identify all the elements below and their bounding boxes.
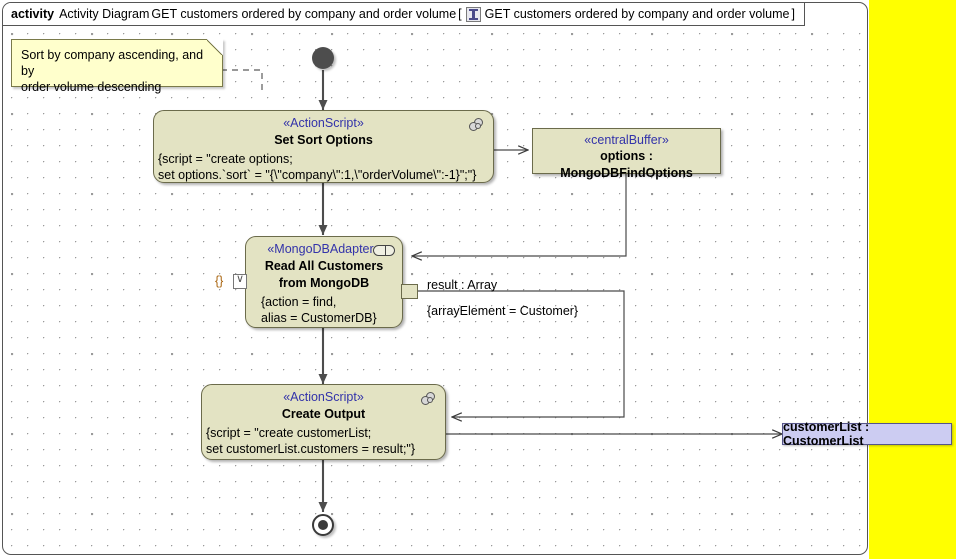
adapter-stereotype: «MongoDBAdapter»: [267, 242, 381, 256]
action-create-output[interactable]: «ActionScript» Create Output {script = "…: [201, 384, 446, 460]
result-pin-label: result : Array: [427, 278, 498, 292]
initial-node[interactable]: [312, 47, 334, 69]
output-pin-result[interactable]: [401, 284, 418, 299]
input-pin-constraint: {}: [215, 274, 224, 288]
script-icon: [469, 118, 485, 131]
create-output-name: Create Output: [281, 407, 366, 421]
adapter-name-line-1: Read All Customers: [264, 259, 384, 273]
frame-qualified-title: GET customers ordered by company and ord…: [484, 7, 790, 21]
frame-bracket-open: [: [458, 7, 462, 21]
activity-final-node[interactable]: [312, 514, 334, 536]
action-stereotype: «ActionScript»: [283, 116, 364, 130]
create-output-stereotype: «ActionScript»: [283, 390, 364, 404]
buffer-name: options : MongoDBFindOptions: [560, 149, 693, 180]
comment-note: Sort by company ascending, and by order …: [11, 39, 223, 94]
central-buffer-node[interactable]: «centralBuffer» options : MongoDBFindOpt…: [532, 128, 721, 180]
frame-bracket-close: ]: [791, 7, 795, 21]
create-output-body-line-1: {script = "create customerList;: [206, 426, 372, 440]
frame-title: GET customers ordered by company and ord…: [151, 7, 457, 21]
input-pin-left[interactable]: ∨: [233, 274, 247, 289]
action-set-sort-options[interactable]: «ActionScript» Set Sort Options {script …: [153, 110, 494, 183]
background-band: [869, 0, 956, 559]
adapter-toggle-icon: [373, 245, 395, 256]
frame-header: activity Activity Diagram GET customers …: [3, 3, 805, 26]
adapter-name-line-2: from MongoDB: [278, 276, 370, 290]
adapter-body-line-2: alias = CustomerDB}: [261, 311, 377, 325]
note-line-2: order volume descending: [21, 80, 162, 94]
buffer-stereotype: «centralBuffer»: [584, 133, 669, 147]
activity-parameter-customer-list[interactable]: customerList : CustomerList: [782, 420, 952, 448]
action-read-all-customers[interactable]: «MongoDBAdapter» Read All Customers from…: [245, 236, 403, 328]
create-output-body-line-2: set customerList.customers = result;"}: [206, 442, 416, 456]
adapter-body-line-1: {action = find,: [261, 295, 337, 309]
action-body-line-1: {script = "create options;: [158, 152, 293, 166]
frame-keyword: activity: [11, 7, 55, 21]
action-body-line-2: set options.`sort` = "{\"company\":1,\"o…: [158, 168, 477, 182]
note-fold-corner: [207, 39, 223, 55]
note-line-1: Sort by company ascending, and by: [21, 48, 204, 78]
result-constraint-label: {arrayElement = Customer}: [427, 304, 579, 318]
action-name: Set Sort Options: [274, 133, 373, 147]
activity-parameter-icon: [465, 6, 481, 22]
frame-diagram-type: Activity Diagram: [59, 7, 150, 21]
script-icon: [421, 392, 437, 405]
